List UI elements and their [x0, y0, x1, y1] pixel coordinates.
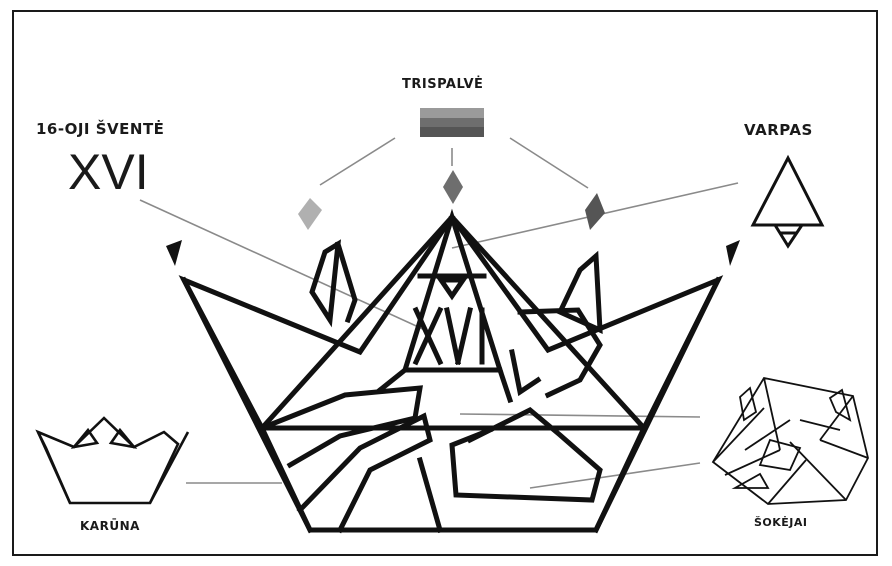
left-wedge-icon — [166, 240, 182, 266]
diamond-yellow-icon — [298, 198, 322, 230]
label-sokejai: ŠOKĖJAI — [754, 516, 808, 529]
diamond-green-icon — [443, 170, 463, 204]
bell-icon — [753, 158, 822, 246]
leader-trispalve-left — [320, 138, 395, 185]
diamond-red-icon — [585, 193, 605, 230]
label-karuna: KARŪNA — [80, 519, 140, 533]
label-varpas: VARPAS — [744, 121, 813, 139]
leader-sokejai-upper — [460, 414, 700, 417]
label-trispalve: TRISPALVĖ — [402, 77, 483, 92]
crown-icon — [38, 418, 188, 503]
label-roman-numeral: XVI — [68, 143, 149, 201]
label-sventes-number: 16-OJI ŠVENTĖ — [36, 120, 164, 138]
right-wedge-icon — [726, 240, 740, 266]
leader-trispalve-right — [510, 138, 588, 188]
leader-xvi — [140, 200, 425, 330]
dancers-icon — [713, 378, 868, 504]
flag-icon — [420, 108, 484, 137]
